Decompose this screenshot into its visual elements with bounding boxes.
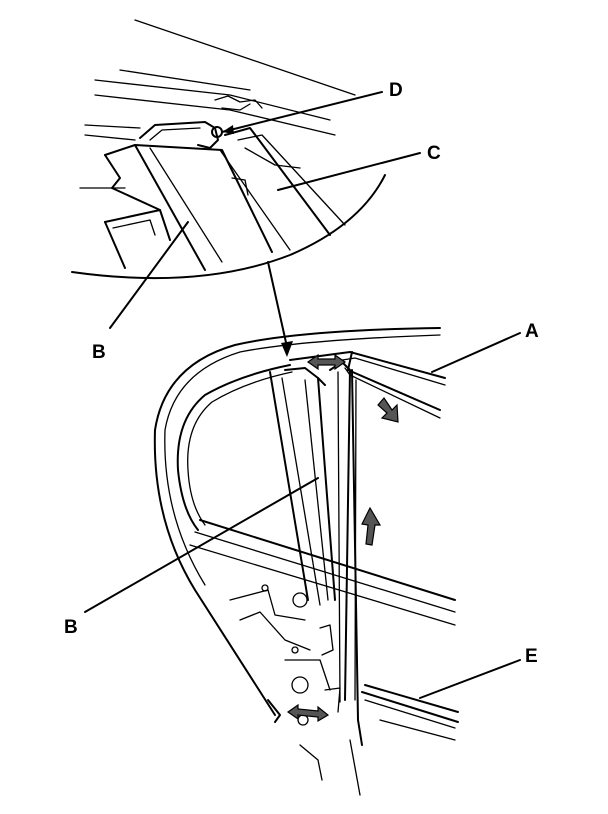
double-arrow-top (306, 353, 347, 371)
label-b-top: B (92, 342, 106, 363)
leader-lines (84, 91, 521, 699)
leader-c (277, 152, 421, 191)
connector-arrow (267, 261, 293, 357)
leader-a (431, 332, 521, 373)
leader-b-top (109, 221, 189, 329)
door-assembly (153, 327, 459, 796)
leader-b-bottom (84, 477, 319, 613)
detail-inset (71, 19, 386, 280)
arrow-up (361, 506, 382, 546)
label-c: C (427, 143, 441, 164)
label-a: A (525, 321, 539, 342)
label-b-bottom: B (64, 617, 78, 638)
leader-e (419, 659, 521, 699)
double-arrow-bottom (286, 703, 330, 723)
leader-d (221, 91, 383, 133)
label-d: D (389, 80, 403, 101)
arrow-down-right (377, 397, 399, 423)
label-e: E (525, 646, 538, 667)
movement-arrows (286, 353, 399, 723)
